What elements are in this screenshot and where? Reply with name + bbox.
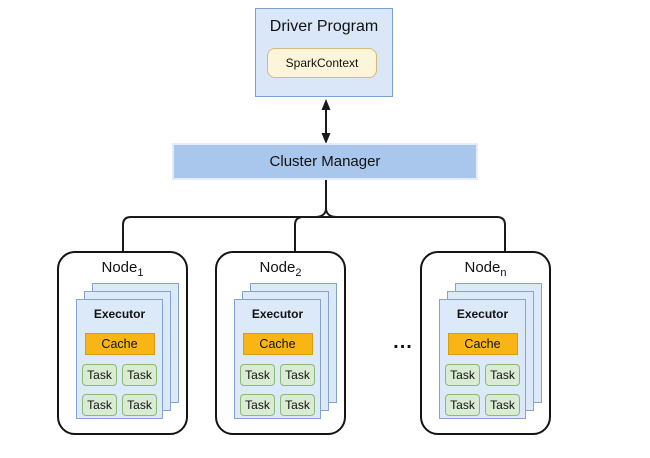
sparkcontext-box: SparkContext xyxy=(267,48,377,78)
task-label: Task xyxy=(245,398,270,412)
cache-box: Cache xyxy=(447,333,518,355)
executor-card: Executor Cache Task Task Task Task xyxy=(234,299,321,419)
node-subscript: 1 xyxy=(137,267,144,279)
cache-label: Cache xyxy=(259,337,296,351)
node-subscript: n xyxy=(500,267,507,279)
task-box: Task xyxy=(280,394,315,416)
task-label: Task xyxy=(450,398,475,412)
task-box: Task xyxy=(445,364,480,386)
task-label: Task xyxy=(450,368,475,382)
task-grid: Task Task Task Task xyxy=(235,364,320,416)
node-title: Node2 xyxy=(217,259,344,279)
cache-box: Cache xyxy=(84,333,155,355)
worker-node-n: Noden Executor Cache Task Task Task Task xyxy=(420,251,551,435)
cluster-manager-label: Cluster Manager xyxy=(269,153,381,170)
cache-box: Cache xyxy=(242,333,313,355)
task-box: Task xyxy=(82,394,117,416)
executor-label: Executor xyxy=(251,307,304,321)
executor-card: Executor Cache Task Task Task Task xyxy=(76,299,163,419)
node-name: Node xyxy=(464,259,501,276)
task-box: Task xyxy=(122,394,157,416)
task-box: Task xyxy=(82,364,117,386)
cache-label: Cache xyxy=(101,337,138,351)
executor-label: Executor xyxy=(456,307,509,321)
task-box: Task xyxy=(240,364,275,386)
node-title: Node1 xyxy=(59,259,186,279)
task-label: Task xyxy=(87,398,112,412)
cache-label: Cache xyxy=(464,337,501,351)
cluster-node-tree xyxy=(122,180,506,251)
node-name: Node xyxy=(259,259,296,276)
driver-program-box: Driver Program SparkContext xyxy=(255,8,393,97)
driver-program-label: Driver Program xyxy=(269,18,379,35)
task-label: Task xyxy=(285,398,310,412)
node-name: Node xyxy=(101,259,138,276)
task-label: Task xyxy=(127,398,152,412)
sparkcontext-label: SparkContext xyxy=(285,56,359,70)
node-subscript: 2 xyxy=(295,267,302,279)
task-box: Task xyxy=(445,394,480,416)
more-nodes-ellipsis: ... xyxy=(393,331,413,353)
task-label: Task xyxy=(490,398,515,412)
task-label: Task xyxy=(87,368,112,382)
worker-node-2: Node2 Executor Cache Task Task Task Task xyxy=(215,251,346,435)
executor-card: Executor Cache Task Task Task Task xyxy=(439,299,526,419)
worker-node-1: Node1 Executor Cache Task Task Task Task xyxy=(57,251,188,435)
executor-label: Executor xyxy=(93,307,146,321)
task-box: Task xyxy=(280,364,315,386)
task-box: Task xyxy=(122,364,157,386)
task-grid: Task Task Task Task xyxy=(440,364,525,416)
task-box: Task xyxy=(240,394,275,416)
driver-cluster-arrow xyxy=(321,99,331,144)
task-label: Task xyxy=(127,368,152,382)
task-label: Task xyxy=(285,368,310,382)
task-box: Task xyxy=(485,394,520,416)
node-title: Noden xyxy=(422,259,549,279)
task-label: Task xyxy=(245,368,270,382)
cluster-manager-bar: Cluster Manager xyxy=(172,143,478,180)
task-label: Task xyxy=(490,368,515,382)
task-box: Task xyxy=(485,364,520,386)
task-grid: Task Task Task Task xyxy=(77,364,162,416)
